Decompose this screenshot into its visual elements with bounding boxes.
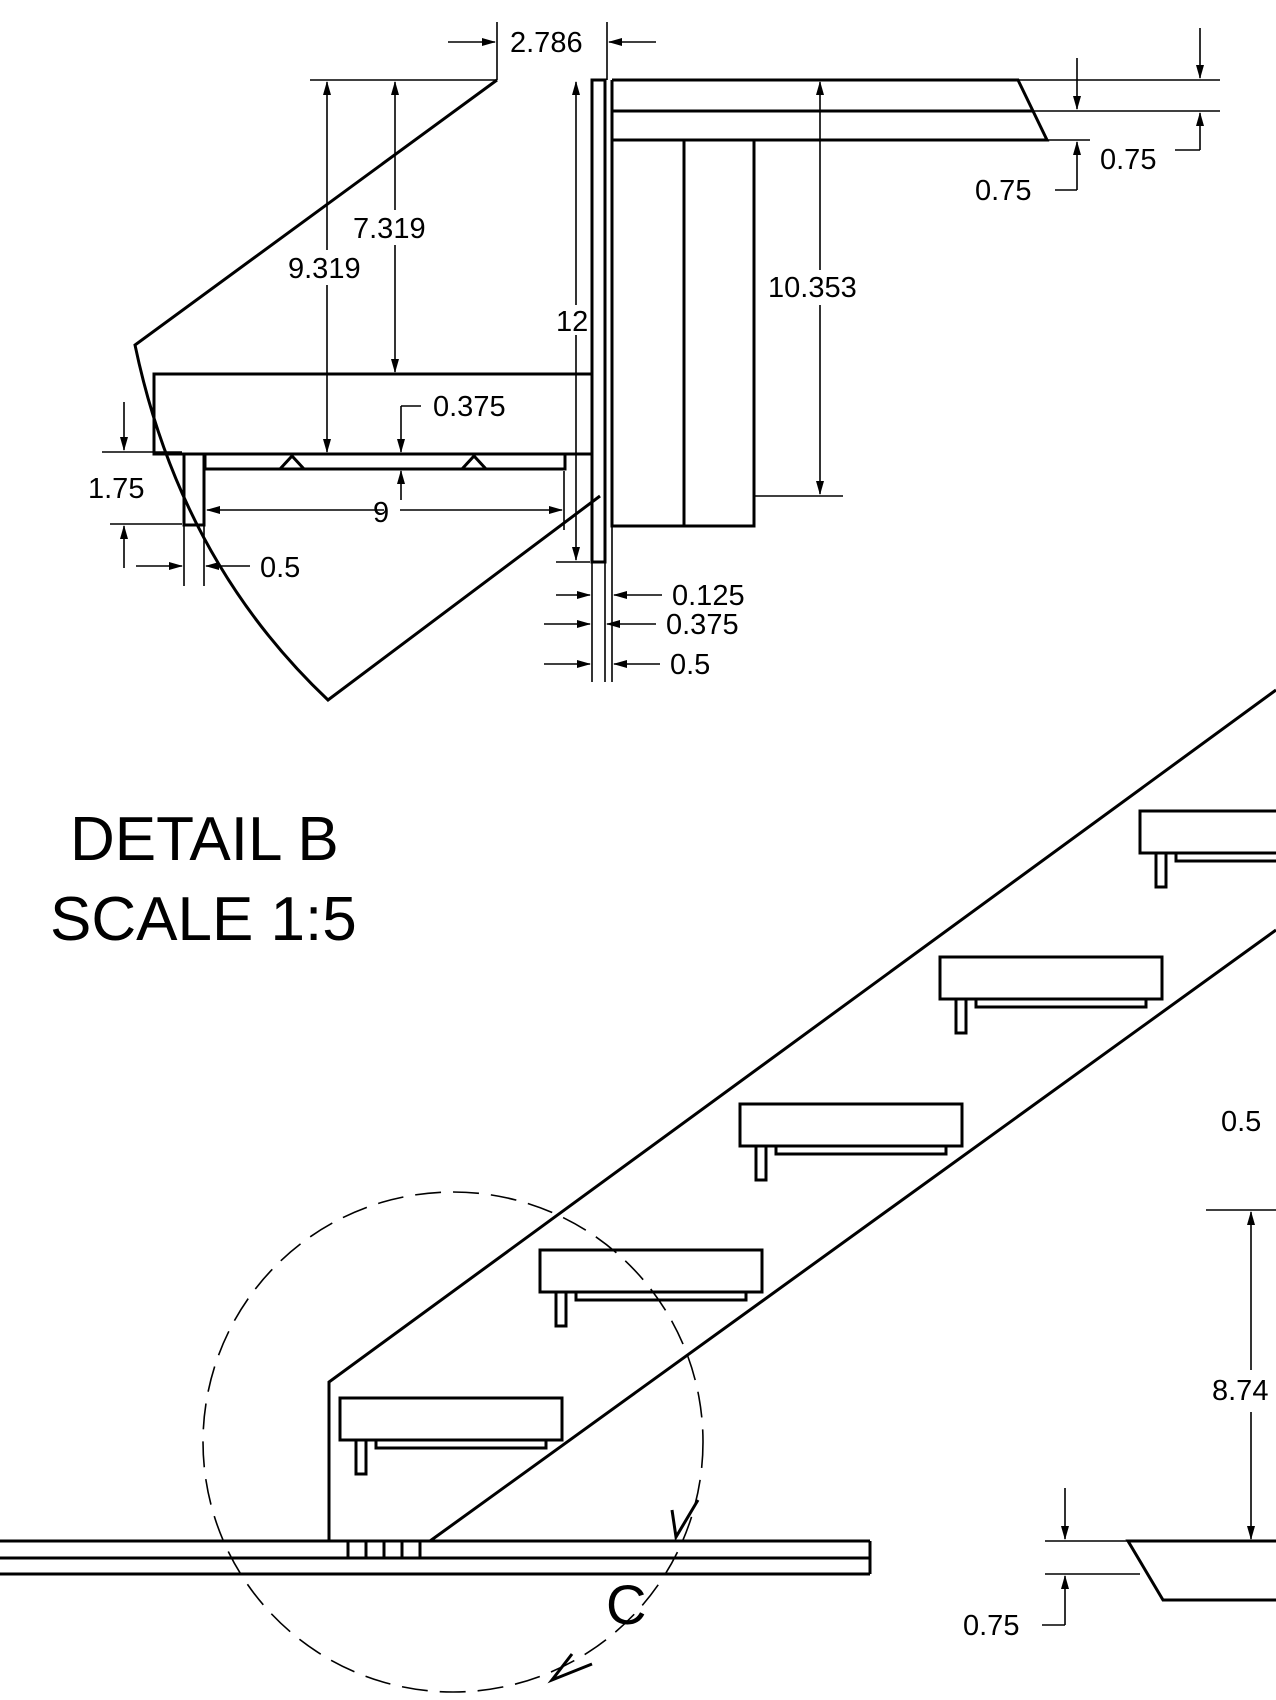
dim-9: 9 <box>373 497 389 529</box>
stringer <box>327 688 1276 1543</box>
dim-2786: 2.786 <box>510 27 583 59</box>
dim-05-plate: 0.5 <box>670 649 710 681</box>
detail-c-circle <box>202 1191 704 1693</box>
top-beam <box>612 78 1050 142</box>
dim-075-a: 0.75 <box>1100 144 1156 176</box>
tread-support <box>203 454 567 471</box>
detail-b-view: 2.786 9.319 7.319 12 10.353 0.375 9 <box>88 22 1220 702</box>
dim-9319: 9.319 <box>288 253 361 285</box>
dim-0125: 0.125 <box>672 580 745 612</box>
dim-0375-plate: 0.375 <box>666 609 739 641</box>
floor-plate <box>346 1541 422 1558</box>
tread-4 <box>938 955 1164 1035</box>
dim-075-b: 0.75 <box>975 175 1031 207</box>
tread <box>152 372 594 456</box>
callout-arrow-right <box>670 1499 700 1542</box>
dim-05-leg: 0.5 <box>260 552 300 584</box>
bottom-step-profile <box>1125 1539 1276 1602</box>
dim-12: 12 <box>556 306 588 338</box>
support-gussets <box>278 453 488 471</box>
vertical-plate <box>590 78 607 564</box>
dim-874: 8.74 <box>1212 1375 1268 1407</box>
dim-175: 1.75 <box>88 473 144 505</box>
tread-leg <box>182 452 206 527</box>
detail-title: DETAIL B <box>70 805 339 874</box>
stringer-outline <box>133 78 601 702</box>
tread-3 <box>738 1102 964 1182</box>
tread-1 <box>338 1396 564 1476</box>
dim-05-right: 0.5 <box>1221 1106 1261 1138</box>
staircase-elevation: C 0.5 8.74 0.75 <box>0 688 1276 1693</box>
dim-7319: 7.319 <box>353 213 426 245</box>
tread-2 <box>538 1248 764 1328</box>
dim-075-bottom: 0.75 <box>963 1610 1019 1642</box>
callout-label: C <box>606 1573 646 1636</box>
dim-10353: 10.353 <box>768 272 857 304</box>
dim-0375-tread: 0.375 <box>433 391 506 423</box>
callout-arrow-bottom <box>547 1653 593 1684</box>
tread-5 <box>1138 809 1276 889</box>
detail-scale: SCALE 1:5 <box>50 885 357 954</box>
